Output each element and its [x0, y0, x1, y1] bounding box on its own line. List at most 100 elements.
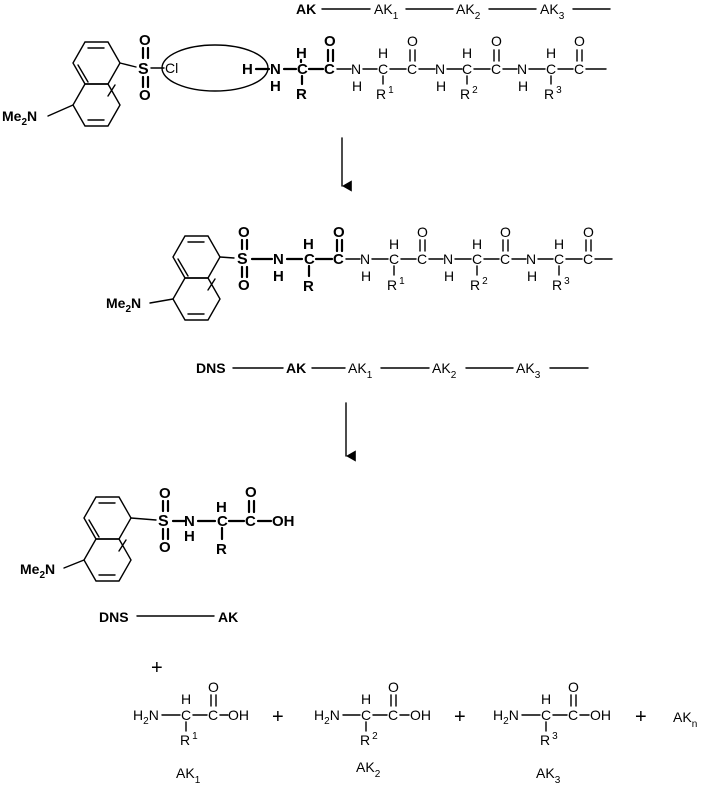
svg-text:O: O — [491, 33, 502, 49]
svg-text:H: H — [546, 45, 556, 61]
svg-text:R1: R1 — [180, 731, 198, 748]
svg-text:C: C — [541, 707, 551, 723]
svg-text:R3: R3 — [540, 731, 558, 748]
svg-text:R2: R2 — [360, 731, 378, 748]
carbonyl-o-1: O — [324, 33, 336, 50]
free-ak3-label: AK3 — [536, 765, 561, 786]
svg-text:H: H — [444, 268, 454, 284]
plus-sign-2: + — [272, 706, 284, 728]
svg-text:C: C — [181, 707, 191, 723]
svg-text:H: H — [462, 45, 472, 61]
svg-text:N: N — [184, 513, 195, 530]
svg-text:AK: AK — [218, 609, 238, 625]
svg-text:AK: AK — [286, 360, 306, 376]
svg-text:C: C — [472, 251, 482, 267]
svg-text:C: C — [361, 707, 371, 723]
svg-text:OH: OH — [590, 707, 611, 723]
svg-text:S: S — [237, 251, 248, 268]
svg-text:C: C — [462, 61, 472, 77]
svg-text:OH: OH — [228, 707, 249, 723]
svg-text:H: H — [361, 268, 371, 284]
svg-text:C: C — [417, 251, 427, 267]
peptide-chain-label-row: AK AK1 AK2 AK3 — [296, 1, 611, 22]
svg-text:AK1: AK1 — [348, 360, 373, 381]
svg-text:AK2: AK2 — [432, 360, 457, 381]
alpha-h: H — [296, 45, 307, 62]
svg-text:H: H — [361, 691, 371, 707]
svg-text:H: H — [216, 499, 227, 516]
amino-h: H — [242, 61, 253, 78]
svg-text:OH: OH — [410, 707, 431, 723]
svg-text:H: H — [472, 236, 482, 252]
carbonyl-c-1: C — [324, 61, 335, 78]
svg-text:N: N — [526, 251, 536, 267]
svg-text:R2: R2 — [470, 276, 488, 293]
svg-text:N: N — [351, 61, 361, 77]
svg-text:N: N — [443, 251, 453, 267]
svg-text:O: O — [238, 224, 250, 241]
akn-label: AKn — [673, 709, 697, 730]
dansyl-peptide-chain-label-row: DNS AK AK1 AK2 AK3 — [196, 360, 589, 381]
chain-label-ak1: AK1 — [374, 1, 399, 22]
svg-text:C: C — [304, 251, 315, 268]
svg-text:AK3: AK3 — [516, 360, 541, 381]
free-ak1-label: AK1 — [176, 765, 201, 786]
svg-text:C: C — [333, 251, 344, 268]
svg-text:N: N — [517, 61, 527, 77]
svg-text:H: H — [518, 78, 528, 94]
svg-text:C: C — [554, 251, 564, 267]
svg-text:O: O — [568, 679, 579, 695]
svg-text:O: O — [159, 539, 171, 556]
svg-text:H: H — [273, 268, 284, 285]
chain-label-ak3: AK3 — [540, 1, 565, 22]
svg-text:C: C — [217, 513, 228, 530]
me2n-label: Me2N — [2, 108, 37, 128]
svg-text:H: H — [389, 236, 399, 252]
svg-text:C: C — [500, 251, 510, 267]
alpha-r: R — [296, 86, 307, 103]
svg-text:H: H — [303, 236, 314, 253]
svg-text:R3: R3 — [552, 276, 570, 293]
svg-text:N: N — [273, 251, 284, 268]
svg-text:H: H — [436, 78, 446, 94]
alpha-c: C — [297, 61, 308, 78]
svg-text:N: N — [435, 61, 445, 77]
chain-label-ak2: AK2 — [456, 1, 481, 22]
svg-text:O: O — [407, 33, 418, 49]
svg-text:DNS: DNS — [196, 360, 226, 376]
svg-text:C: C — [583, 251, 593, 267]
plus-sign-3: + — [454, 706, 466, 728]
svg-text:R: R — [303, 278, 314, 295]
svg-text:O: O — [245, 484, 257, 501]
svg-text:H2N: H2N — [493, 707, 519, 727]
svg-text:H: H — [378, 45, 388, 61]
dansyl-chloride-structure: Me2N S O O Cl — [2, 32, 269, 128]
svg-text:O: O — [238, 277, 250, 294]
svg-text:H: H — [181, 691, 191, 707]
dns-amino-acid-structure: Me2N S O O N H H C R C O OH — [20, 484, 295, 582]
n-terminal-h: H — [270, 78, 281, 95]
svg-text:H: H — [541, 691, 551, 707]
svg-text:S: S — [158, 513, 169, 530]
dns-ak-chain-label: DNS AK — [99, 609, 238, 625]
svg-text:O: O — [333, 224, 345, 241]
chain-label-ak: AK — [296, 1, 316, 17]
svg-text:C: C — [245, 513, 256, 530]
sulfur-atom: S — [138, 61, 149, 78]
plus-sign-1: + — [151, 657, 163, 679]
svg-text:O: O — [388, 679, 399, 695]
svg-text:C: C — [546, 61, 556, 77]
svg-text:DNS: DNS — [99, 609, 129, 625]
svg-text:O: O — [208, 679, 219, 695]
svg-text:C: C — [388, 707, 398, 723]
svg-text:C: C — [407, 61, 417, 77]
svg-text:C: C — [378, 61, 388, 77]
